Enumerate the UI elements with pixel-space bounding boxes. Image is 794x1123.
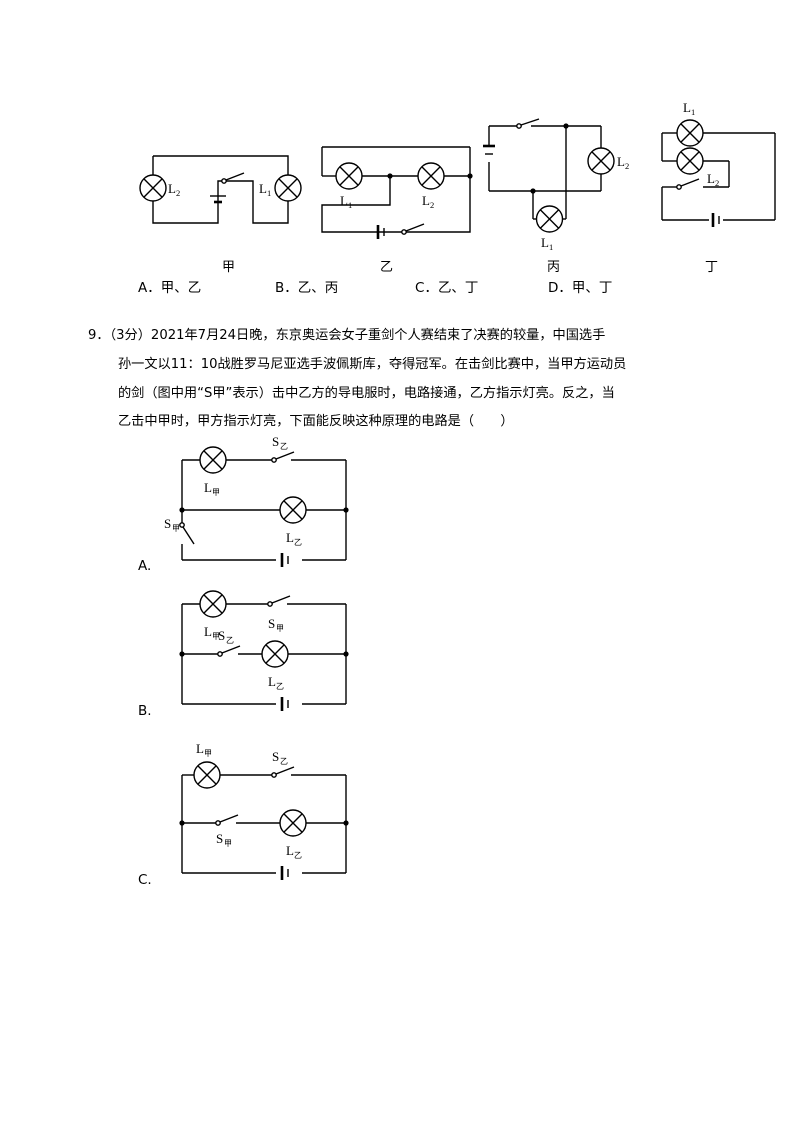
inline-choice-a-text: 甲、乙 [160,280,202,296]
lamp-sub-jia-l1: 1 [267,188,271,198]
choice-b-switch-top-sub: 甲 [276,624,284,633]
choice-b-letter: B. [138,703,152,719]
choice-b-lamp-mid-sub: 乙 [276,682,284,691]
choice-c-switch-top-sub: 乙 [280,757,288,766]
choice-c-letter: C. [138,872,152,888]
inline-choice-b-text: 乙、丙 [297,280,339,296]
choice-b-lamp-mid-label: L [268,674,276,689]
lamp-label-ding-l2: L [707,171,715,186]
figure-bing: L 2 L 1 [483,115,653,252]
lamp-label-jia-l1: L [259,181,267,196]
lamp-sub-ding-l2: 2 [715,178,719,188]
inline-choice-b[interactable]: B．乙、丙 [275,280,339,296]
figure-caption-bing: 丙 [547,260,561,275]
choice-c-switch-mid-sub: 甲 [224,839,232,848]
inline-choice-a[interactable]: A．甲、乙 [138,280,202,296]
figure-jia: L 2 L 1 [128,138,313,243]
inline-choice-a-letter: A [138,280,148,296]
lamp-sub-yi-l1: 1 [348,200,352,210]
choice-a-switch-bottom-label: S [164,516,171,531]
choice-a-lamp-mid-sub: 乙 [294,538,302,547]
lamp-sub-jia-l2: 2 [176,188,180,198]
question-line-3: 的剑（图中用“S甲”表示）击中乙方的导电服时，电路接通，乙方指示灯亮。反之，当 [118,385,615,401]
figure-caption-ding: 丁 [705,260,719,275]
choice-a-lamp-mid-label: L [286,530,294,545]
lamp-sub-bing-l2: 2 [625,161,629,171]
lamp-label-bing-l2: L [617,154,625,169]
choice-c-switch-mid-label: S [216,831,223,846]
choice-c-lamp-top-label: L [196,741,204,756]
figure-ding: L 1 L 2 [657,92,787,232]
choice-b-switch-top-label: S [268,616,275,631]
question-line-4: 乙击中甲时，甲方指示灯亮，下面能反映这种原理的电路是（ ） [118,414,514,430]
inline-choice-row: A．甲、乙 B．乙、丙 C．乙、丁 D．甲、丁 [0,280,794,306]
choice-b-circuit[interactable]: L 甲 S 甲 S 乙 L 乙 [160,590,370,717]
choice-c-lamp-top-sub: 甲 [204,749,212,758]
inline-choice-c[interactable]: C．乙、丁 [415,280,479,296]
choice-a-switch-top-label: S [272,434,279,449]
top-circuit-figures: L 2 L 1 甲 [0,78,794,283]
question-line-1: 9．（3分）2021年7月24日晚，东京奥运会女子重剑个人赛结束了决赛的较量，中… [88,328,606,343]
choice-a-circuit[interactable]: L 甲 S 乙 L 乙 S 甲 [160,434,370,573]
figure-yi: L 1 L 2 [318,133,498,243]
lamp-sub-bing-l1: 1 [549,242,553,252]
lamp-label-yi-l2: L [422,193,430,208]
choice-c-lamp-mid-label: L [286,843,294,858]
figure-caption-yi: 乙 [380,260,394,275]
choice-a-switch-bottom-sub: 甲 [172,524,180,533]
choice-a-lamp-top-sub: 甲 [212,488,220,497]
question-block: 9．（3分）2021年7月24日晚，东京奥运会女子重剑个人赛结束了决赛的较量，中… [88,322,708,437]
lamp-label-bing-l1: L [541,235,549,250]
inline-choice-b-letter: B [275,280,285,296]
choice-b-switch-mid-sub: 乙 [226,636,234,645]
lamp-label-jia-l2: L [168,181,176,196]
lamp-sub-yi-l2: 2 [430,200,434,210]
choice-a-letter: A. [138,558,152,574]
choice-a-switch-top-sub: 乙 [280,442,288,451]
inline-choice-d[interactable]: D．甲、丁 [548,280,613,296]
choice-b-switch-mid-label: S [218,628,225,643]
choice-c-circuit[interactable]: L 甲 S 乙 S 甲 L 乙 [160,741,370,885]
inline-choice-d-letter: D [548,280,559,296]
question-line-2: 孙一文以11：10战胜罗马尼亚选手波佩斯库，夺得冠军。在击剑比赛中，当甲方运动员 [118,356,627,372]
lamp-label-yi-l1: L [340,193,348,208]
choice-b-lamp-top-sub: 甲 [212,632,220,641]
choice-b-lamp-top-label: L [204,624,212,639]
lamp-label-ding-l1: L [683,100,691,115]
choice-c-lamp-mid-sub: 乙 [294,851,302,860]
figure-caption-jia: 甲 [222,260,236,275]
inline-choice-d-text: 甲、丁 [571,280,613,296]
lamp-sub-ding-l1: 1 [691,107,695,117]
choice-a-lamp-top-label: L [204,480,212,495]
inline-choice-c-text: 乙、丁 [437,280,479,296]
inline-choice-c-letter: C [415,280,425,296]
choice-c-switch-top-label: S [272,749,279,764]
